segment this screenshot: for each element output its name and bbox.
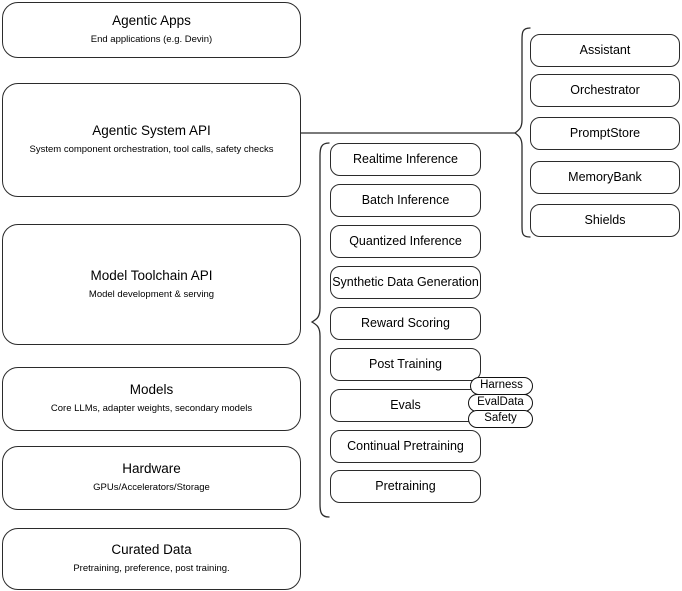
layer-subtitle: GPUs/Accelerators/Storage — [93, 482, 210, 494]
toolchain-item-reward-scoring[interactable]: Reward Scoring — [330, 307, 481, 340]
toolchain-item-post-training[interactable]: Post Training — [330, 348, 481, 381]
layer-agentic-apps[interactable]: Agentic Apps End applications (e.g. Devi… — [2, 2, 301, 58]
system-item-shields[interactable]: Shields — [530, 204, 680, 237]
layer-title: Models — [129, 382, 174, 398]
layer-title: Model Toolchain API — [90, 267, 213, 283]
layer-subtitle: System component orchestration, tool cal… — [29, 144, 274, 156]
item-label: Orchestrator — [570, 82, 640, 97]
layer-models[interactable]: Models Core LLMs, adapter weights, secon… — [2, 367, 301, 431]
layer-title: Agentic Apps — [112, 13, 191, 29]
toolchain-item-synthetic-data-generation[interactable]: Synthetic Data Generation — [330, 266, 481, 299]
toolchain-item-quantized-inference[interactable]: Quantized Inference — [330, 225, 481, 258]
system-item-promptstore[interactable]: PromptStore — [530, 117, 680, 150]
layer-curated-data[interactable]: Curated Data Pretraining, preference, po… — [2, 528, 301, 590]
system-item-orchestrator[interactable]: Orchestrator — [530, 74, 680, 107]
item-label: Quantized Inference — [349, 233, 462, 248]
toolchain-item-realtime-inference[interactable]: Realtime Inference — [330, 143, 481, 176]
item-label: PromptStore — [569, 125, 641, 140]
layer-title: Agentic System API — [92, 123, 211, 139]
toolchain-item-pretraining[interactable]: Pretraining — [330, 470, 481, 503]
toolchain-item-evals[interactable]: Evals — [330, 389, 481, 422]
evals-pill-safety[interactable]: Safety — [468, 410, 533, 428]
item-label: Pretraining — [375, 478, 436, 493]
layer-subtitle: Core LLMs, adapter weights, secondary mo… — [50, 403, 253, 415]
layer-agentic-system-api[interactable]: Agentic System API System component orch… — [2, 83, 301, 197]
layer-subtitle: End applications (e.g. Devin) — [90, 34, 213, 46]
item-label: MemoryBank — [568, 169, 642, 184]
layer-hardware[interactable]: Hardware GPUs/Accelerators/Storage — [2, 446, 301, 510]
item-label: Reward Scoring — [361, 315, 450, 330]
item-label: Realtime Inference — [353, 151, 458, 166]
item-label: Continual Pretraining — [347, 438, 464, 453]
layer-title: Curated Data — [111, 542, 192, 558]
layer-subtitle: Model development & serving — [88, 288, 215, 300]
item-label: Assistant — [579, 42, 631, 57]
layer-subtitle: Pretraining, preference, post training. — [73, 563, 230, 575]
toolchain-item-continual-pretraining[interactable]: Continual Pretraining — [330, 430, 481, 463]
system-item-assistant[interactable]: Assistant — [530, 34, 680, 67]
item-label: Shields — [584, 212, 626, 227]
item-label: Post Training — [369, 356, 442, 371]
layer-title: Hardware — [122, 461, 181, 477]
item-label: Batch Inference — [361, 192, 450, 207]
toolchain-item-batch-inference[interactable]: Batch Inference — [330, 184, 481, 217]
item-label: Evals — [390, 397, 421, 412]
item-label: Synthetic Data Generation — [332, 274, 479, 289]
layer-model-toolchain-api[interactable]: Model Toolchain API Model development & … — [2, 224, 301, 345]
system-item-memorybank[interactable]: MemoryBank — [530, 161, 680, 194]
evals-pill-harness[interactable]: Harness — [470, 377, 533, 395]
